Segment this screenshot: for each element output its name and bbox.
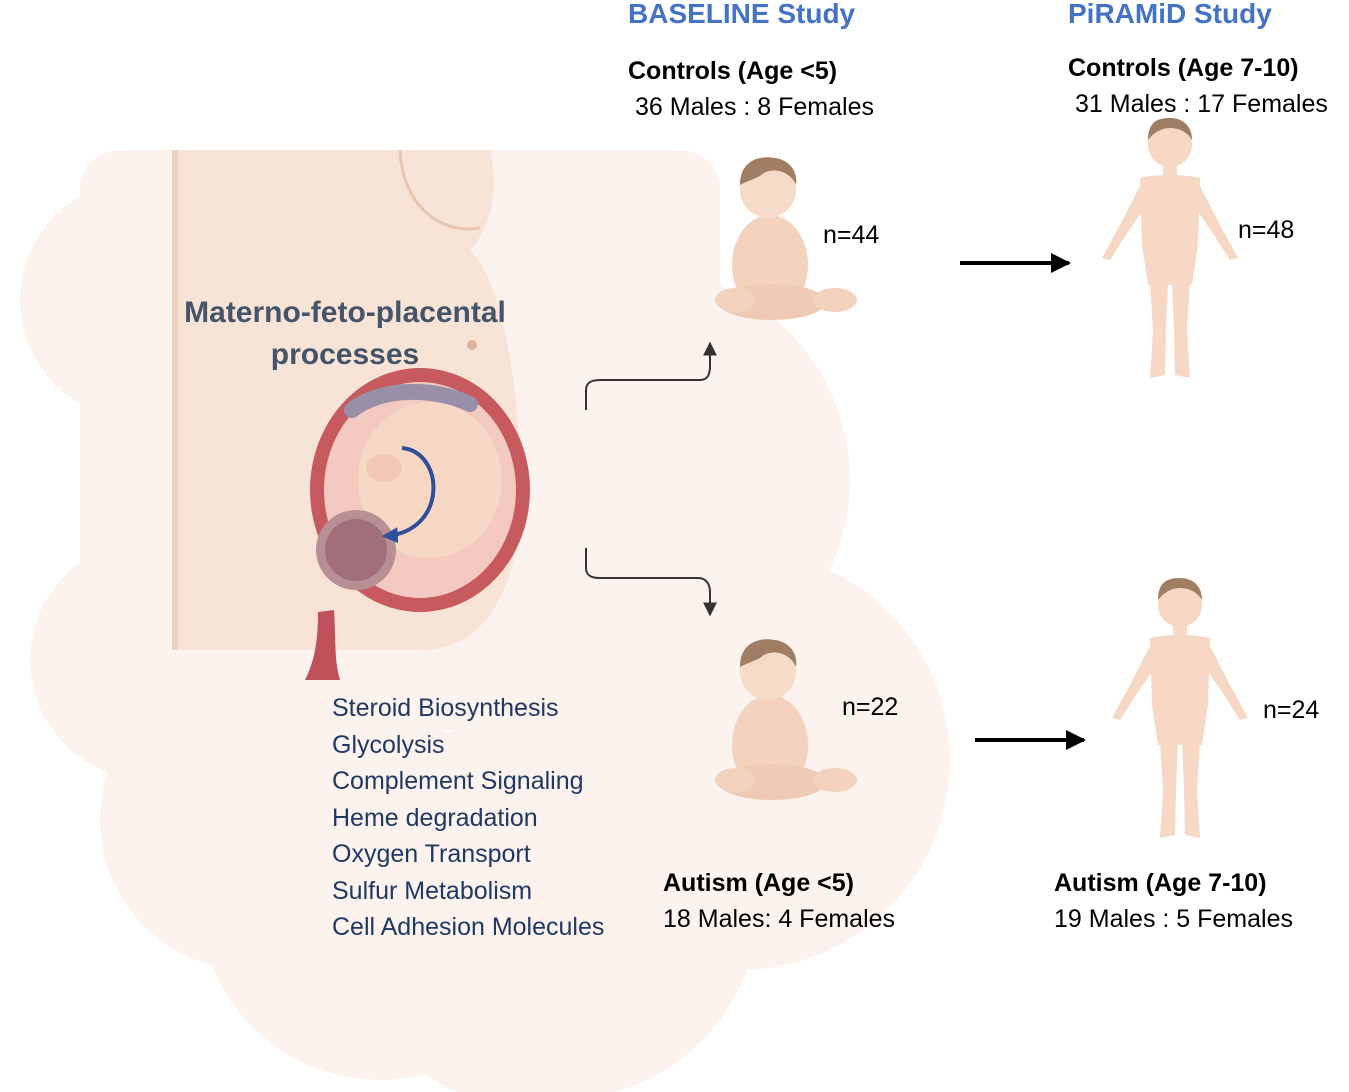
central-title: Materno-feto-placental processes [160,292,530,376]
baseline-controls-title: Controls (Age <5) [628,57,838,85]
list-item: Complement Signaling [332,767,584,795]
piramid-autism-n: n=24 [1263,696,1320,724]
central-title-line2: processes [270,338,420,371]
piramid-autism-title: Autism (Age 7-10) [1054,869,1267,897]
baseline-controls-n: n=44 [823,221,880,249]
piramid-study-title: PiRAMiD Study [1068,0,1272,29]
baseline-autism-n: n=22 [842,693,899,721]
baby-icon-controls [715,157,857,320]
baseline-autism-title: Autism (Age <5) [663,869,855,897]
central-title-line1: Materno-feto-placental [184,296,506,329]
baseline-controls-ratio: 36 Males : 8 Females [635,93,874,121]
piramid-controls-n: n=48 [1238,216,1295,244]
list-item: Sulfur Metabolism [332,876,533,905]
list-item: Glycolysis [332,730,445,759]
uterus-fetus [305,368,530,680]
piramid-controls-title: Controls (Age 7-10) [1068,54,1299,82]
branch-arrow-controls [585,341,717,410]
baseline-study-title: BASELINE Study [628,0,856,29]
process-list: Steroid Biosynthesis Glycolysis Compleme… [332,690,604,946]
list-item: Heme degradation [332,803,538,832]
baseline-autism-ratio: 18 Males: 4 Females [663,905,896,933]
list-item: Oxygen Transport [332,840,531,868]
list-item: Steroid Biosynthesis [332,694,559,722]
branch-arrow-autism [585,548,717,617]
list-item: Cell Adhesion Molecules [332,913,605,941]
child-icon-autism [1112,578,1248,838]
child-icon-controls [1102,118,1238,378]
baby-icon-autism [715,639,857,800]
piramid-autism-ratio: 19 Males : 5 Females [1054,905,1293,933]
piramid-controls-ratio: 31 Males : 17 Females [1075,90,1328,118]
rotation-arrow [381,446,436,544]
